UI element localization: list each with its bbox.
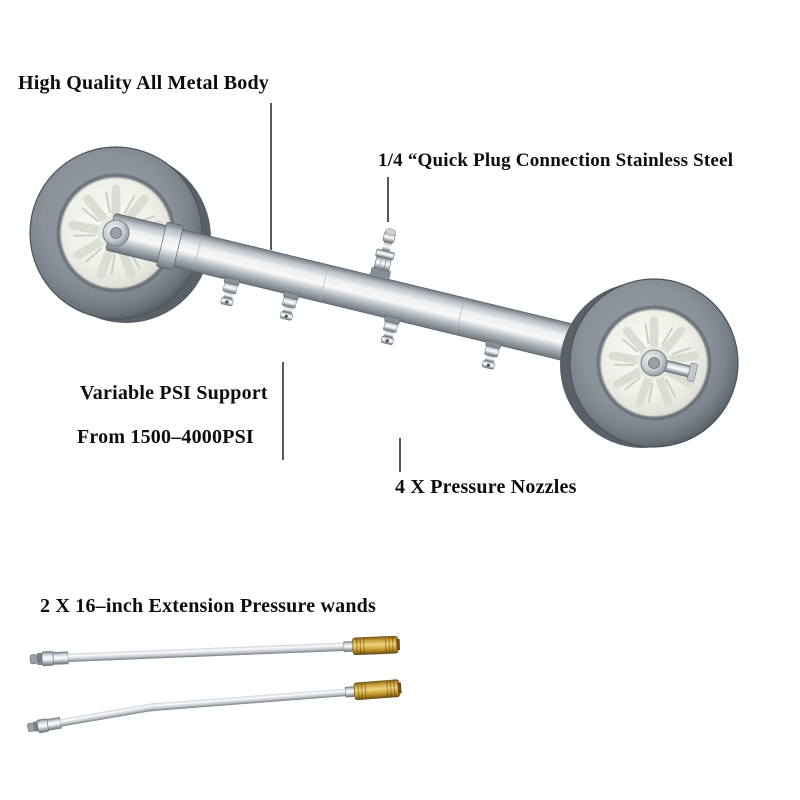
wand-bent-brass-coupler	[344, 679, 402, 701]
spray-bar	[105, 213, 649, 380]
left-hub-cap	[102, 219, 130, 247]
quick-plug-connector	[369, 228, 396, 281]
annotation-psi-line2: From 1500–4000PSI	[77, 426, 254, 448]
wand-straight-tip-connector	[29, 651, 69, 667]
axle-pin	[662, 360, 698, 382]
wand-bent-shaft-lower	[59, 702, 158, 727]
wand-bent	[27, 679, 402, 734]
callout-lines	[270, 103, 401, 472]
annotation-pressure-nozzles: 4 X Pressure Nozzles	[395, 476, 577, 498]
annotation-extension-wands: 2 X 16–inch Extension Pressure wands	[40, 595, 376, 617]
pressure-nozzle-2	[279, 290, 300, 321]
right-hub-cap	[640, 349, 668, 377]
pressure-nozzle-3	[380, 315, 401, 345]
wand-straight	[29, 635, 401, 667]
wand-bent-upper-segment	[149, 679, 402, 712]
pressure-nozzle-1	[220, 276, 241, 307]
wand-bent-lower-segment	[27, 702, 158, 734]
annotation-metal-body: High Quality All Metal Body	[18, 72, 269, 94]
wand-straight-brass-coupler	[343, 635, 401, 656]
wand-straight-shaft	[67, 642, 345, 663]
pressure-nozzle-4	[481, 339, 502, 370]
spray-bar-collar	[156, 221, 184, 271]
annotation-psi-line1: Variable PSI Support	[80, 382, 268, 404]
annotation-quick-plug: 1/4 “Quick Plug Connection Stainless Ste…	[378, 150, 734, 171]
wand-bent-shaft-upper	[149, 688, 346, 712]
